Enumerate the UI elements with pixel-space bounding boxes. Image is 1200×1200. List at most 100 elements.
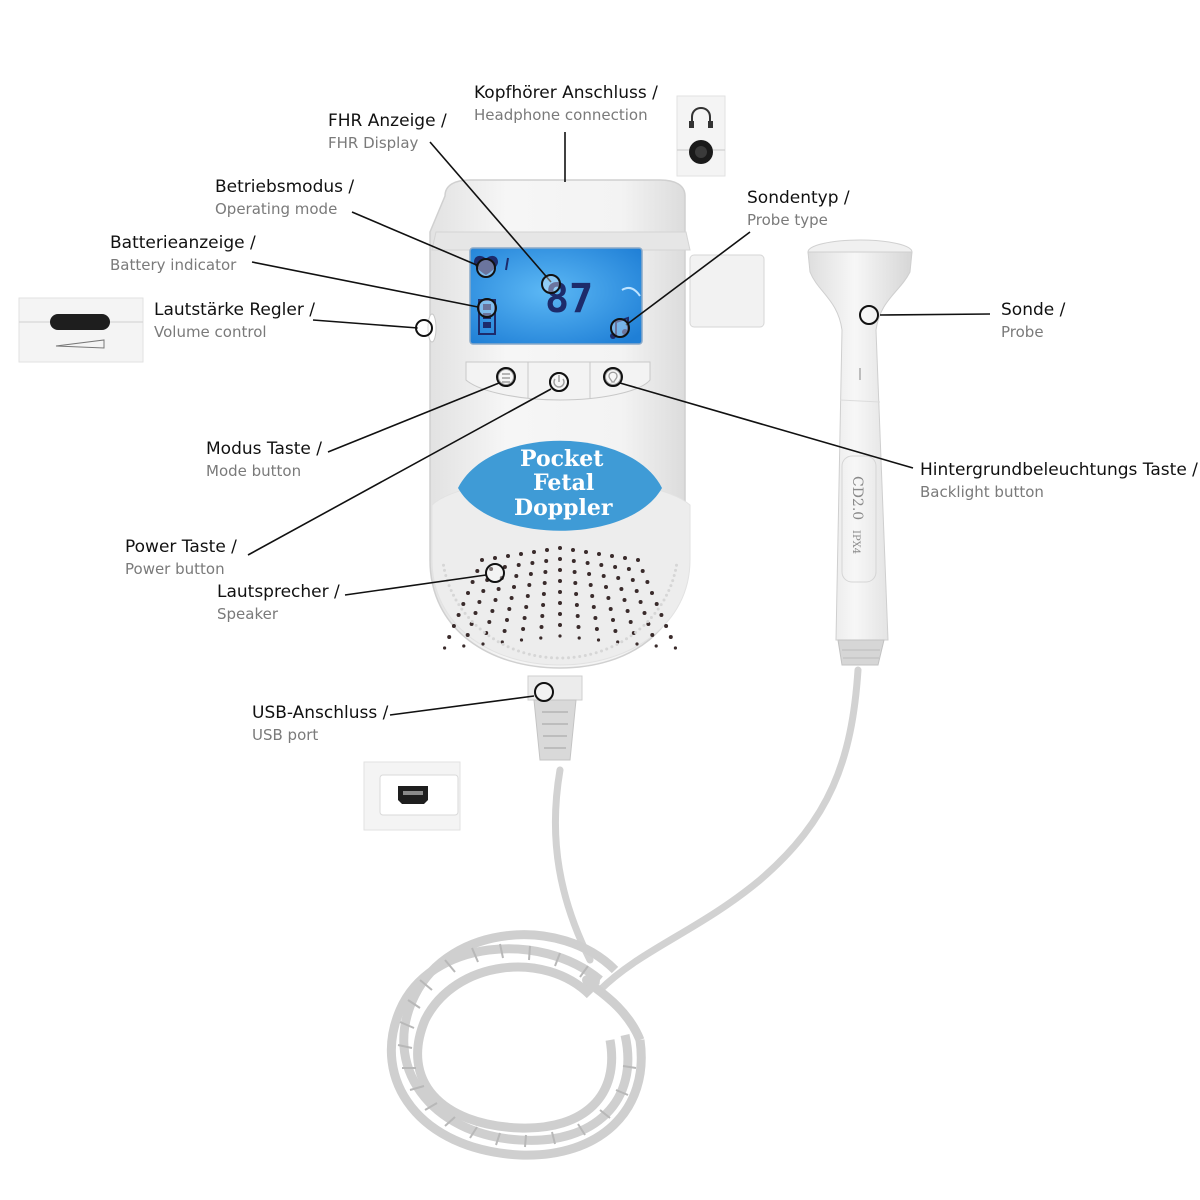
grille-texture-dot bbox=[662, 598, 666, 602]
speaker-hole bbox=[539, 636, 543, 640]
grille-texture-dot bbox=[527, 652, 531, 656]
speaker-hole bbox=[481, 642, 485, 646]
grille-texture-dot bbox=[447, 584, 451, 588]
speaker-hole bbox=[541, 592, 546, 596]
probe-model-text: CD2.0 bbox=[849, 476, 865, 520]
speaker-hole bbox=[506, 554, 510, 558]
speaker-hole bbox=[613, 629, 618, 633]
grille-texture-dot bbox=[615, 642, 619, 646]
speaker-hole bbox=[616, 640, 620, 644]
grille-texture-dot bbox=[444, 574, 448, 577]
speaker-hole bbox=[447, 635, 452, 639]
brand-line-3: Doppler bbox=[514, 495, 613, 521]
speaker-hole bbox=[527, 583, 532, 587]
speaker-hole bbox=[616, 576, 621, 580]
speaker-hole bbox=[461, 602, 466, 606]
speaker-hole bbox=[645, 580, 650, 584]
grille-texture-dot bbox=[487, 634, 491, 638]
grille-texture-dot bbox=[629, 634, 633, 638]
speaker-hole bbox=[481, 589, 486, 593]
grille-texture-dot bbox=[567, 656, 570, 660]
coil-ridges bbox=[397, 943, 637, 1148]
speaker-hole bbox=[473, 611, 478, 615]
brand-line-2: Fetal bbox=[533, 470, 594, 496]
speaker-hole bbox=[623, 556, 627, 560]
speaker-hole bbox=[601, 574, 606, 578]
grille-texture-dot bbox=[561, 656, 565, 660]
label-power-button-de: Power Taste / bbox=[125, 537, 237, 557]
speaker-hole bbox=[628, 620, 633, 624]
label-fhr-display: FHR Anzeige / FHR Display bbox=[328, 111, 447, 152]
label-probe-en: Probe bbox=[1001, 322, 1044, 341]
grille-texture-dot bbox=[572, 655, 576, 659]
grille-texture-dot bbox=[454, 598, 458, 602]
speaker-hole bbox=[597, 552, 601, 556]
grille-texture-dot bbox=[675, 563, 678, 567]
grille-texture-dot bbox=[533, 654, 537, 657]
label-operating-mode-de: Betriebsmodus / bbox=[215, 177, 355, 197]
power-icon bbox=[553, 375, 565, 388]
speaker-hole bbox=[456, 613, 461, 617]
speaker-hole bbox=[574, 592, 579, 596]
speaker-hole bbox=[599, 563, 604, 567]
grille-texture-dot bbox=[605, 647, 609, 651]
speaker-hole bbox=[590, 594, 595, 598]
speaker-hole bbox=[466, 591, 470, 595]
speaker-hole bbox=[625, 609, 630, 613]
grille-texture-dot bbox=[522, 651, 526, 655]
speaker-hole bbox=[584, 550, 588, 554]
speaker-hole bbox=[610, 554, 614, 558]
grille-texture-dot bbox=[653, 611, 657, 615]
label-usb-de: USB-Anschluss / bbox=[252, 703, 389, 723]
grille-texture-dot bbox=[517, 649, 520, 653]
speaker-hole bbox=[544, 559, 549, 563]
grille-texture-dot bbox=[538, 655, 542, 658]
headphone-inset bbox=[676, 95, 726, 177]
brand-line-1: Pocket bbox=[520, 446, 604, 472]
speaker-hole bbox=[558, 568, 562, 572]
speaker-hole bbox=[587, 572, 592, 576]
speaker-hole bbox=[477, 600, 482, 604]
probe-rating-text: IPX4 bbox=[850, 530, 861, 554]
speaker-hole bbox=[588, 583, 593, 587]
speaker-hole bbox=[571, 548, 575, 552]
label-operating-mode-en: Operating mode bbox=[215, 199, 338, 218]
grille-texture-dot bbox=[665, 593, 668, 597]
speaker-hole bbox=[635, 642, 639, 646]
speaker-hole bbox=[519, 552, 523, 556]
speaker-hole bbox=[668, 635, 673, 639]
label-probe-type: Sondentyp / Probe type bbox=[747, 188, 850, 229]
grille-texture-dot bbox=[449, 589, 453, 592]
speaker-hole bbox=[490, 609, 495, 613]
speaker-hole bbox=[604, 585, 608, 589]
speaker-hole bbox=[443, 646, 447, 650]
label-mode-button: Modus Taste / Mode button bbox=[206, 439, 322, 480]
speaker-hole bbox=[573, 581, 578, 585]
grille-texture-dot bbox=[470, 620, 474, 623]
coiled-cord bbox=[386, 930, 646, 1160]
speaker-hole bbox=[502, 565, 507, 569]
speaker-hole bbox=[470, 580, 475, 584]
label-speaker-de: Lautsprecher / bbox=[217, 582, 340, 602]
speaker-hole bbox=[475, 569, 480, 573]
speaker-hole bbox=[664, 624, 669, 628]
speaker-hole bbox=[654, 644, 658, 648]
label-mode-button-en: Mode button bbox=[206, 461, 302, 480]
grille-texture-dot bbox=[667, 589, 671, 592]
speaker-hole bbox=[521, 627, 526, 631]
speaker-hole bbox=[626, 567, 631, 571]
speaker-hole bbox=[608, 607, 613, 611]
brand-logo: Pocket Fetal Doppler bbox=[458, 440, 662, 531]
speaker-hole bbox=[541, 603, 546, 607]
speaker-hole bbox=[462, 644, 466, 648]
label-headphone: Kopfhörer Anschluss / Headphone connecti… bbox=[474, 83, 658, 124]
speaker-hole bbox=[558, 557, 562, 561]
label-headphone-en: Headphone connection bbox=[474, 105, 648, 124]
speaker-hole bbox=[636, 558, 640, 562]
grille-texture-dot bbox=[634, 631, 638, 634]
speaker-hole bbox=[574, 603, 579, 607]
grille-texture-dot bbox=[467, 616, 471, 619]
speaker-hole bbox=[577, 636, 581, 640]
grille-texture-dot bbox=[544, 655, 548, 659]
